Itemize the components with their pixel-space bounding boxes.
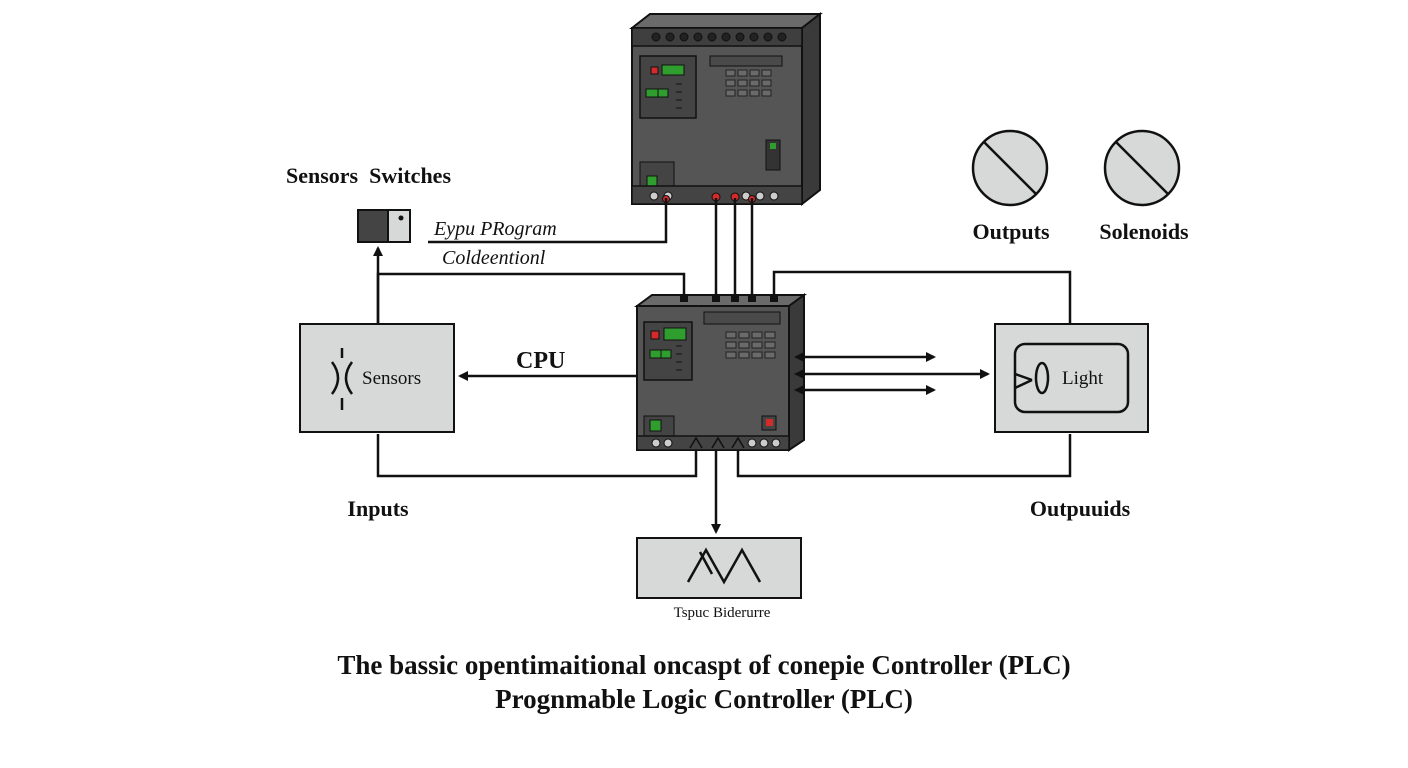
center-plc-top-terminals — [680, 296, 778, 302]
light-box-label: Light — [1062, 368, 1104, 389]
top-plc-unit — [629, 11, 823, 207]
program-label-line1: Eypu PRogram — [433, 218, 557, 240]
sensors-box: Sensors — [299, 323, 455, 433]
caption-line2: Prognmable Logic Controller (PLC) — [495, 684, 913, 714]
caption-line1: The bassic opentimaitional oncaspt of co… — [337, 650, 1071, 680]
program-label-line2: Coldeentionl — [442, 247, 546, 269]
top-plc-keypad — [725, 69, 772, 97]
sensors-box-label: Sensors — [362, 368, 421, 389]
sensor-proximity-icon — [330, 348, 354, 410]
outputs-bottom-label: Outpuuids — [1030, 496, 1131, 521]
lamp-icon — [1014, 361, 1050, 395]
prohibited-circle-icon-solenoids — [1103, 129, 1181, 207]
center-plc-keypad — [725, 331, 776, 359]
cpu-label: CPU — [516, 348, 565, 374]
inputs-label: Inputs — [347, 496, 409, 521]
sensor-switch-device — [357, 209, 411, 243]
outputs-top-label: Outputs — [972, 219, 1049, 244]
bottom-box-label: Tspuc Biderurre — [674, 605, 771, 621]
arrow-tails — [794, 352, 804, 395]
solenoids-label: Solenoids — [1099, 219, 1189, 244]
arrows — [373, 246, 990, 534]
light-box: Light — [994, 323, 1149, 433]
center-plc-unit — [633, 293, 808, 452]
sensors-switches-label: Sensors Switches — [286, 163, 451, 188]
actuator-zigzag-icon — [686, 547, 762, 585]
prohibited-circle-icon-outputs — [971, 129, 1049, 207]
top-plc-terminals-top — [651, 32, 787, 42]
bottom-actuator-box: Tspuc Biderurre — [636, 537, 802, 621]
